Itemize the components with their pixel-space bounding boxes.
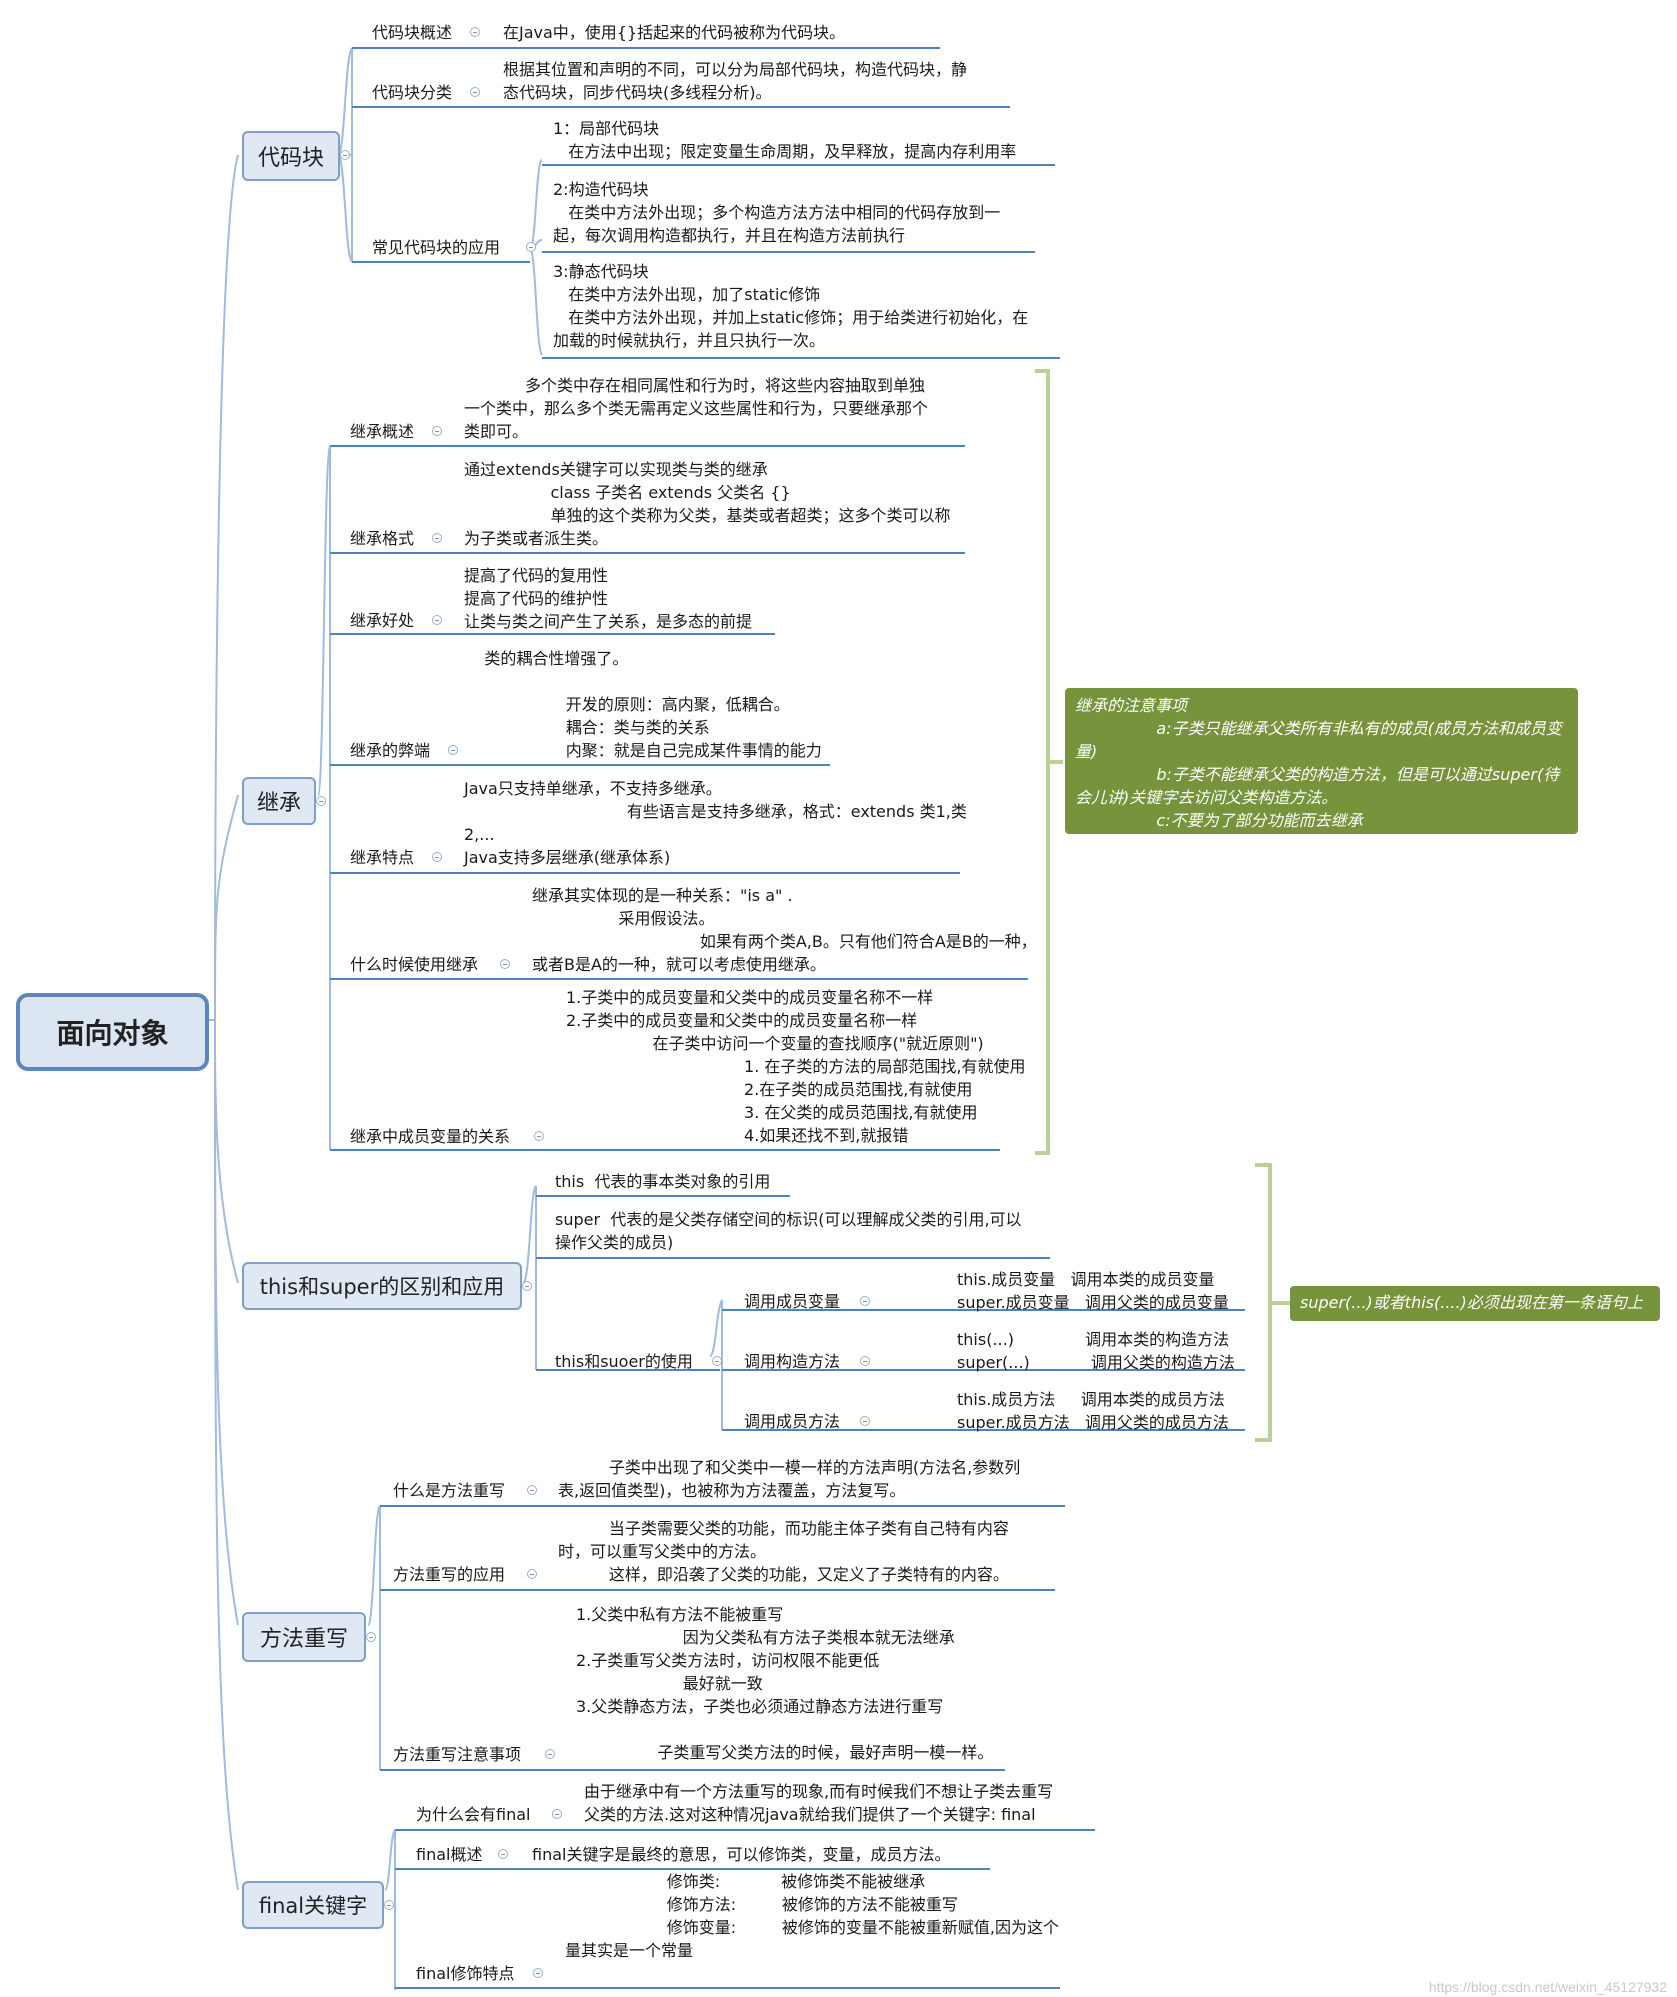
override-what-label[interactable]: 什么是方法重写 [393, 1481, 506, 1500]
inherit-note[interactable]: 继承的注意事项 a:子类只能继承父类所有非私有的成员(成员方法和成员变 量) b… [1065, 688, 1578, 834]
collapse-icon[interactable] [527, 1569, 537, 1579]
usage-ctor-text: this(...) 调用本类的构造方法 super(...) 调用父类的构造方法 [957, 1330, 1235, 1372]
collapse-icon[interactable] [533, 1968, 543, 1978]
topic-override[interactable]: 方法重写 [242, 1612, 366, 1662]
collapse-icon[interactable] [448, 745, 458, 755]
codeblock-apply-construct: 2:构造代码块 在类中方法外出现；多个构造方法方法中相同的代码存放到一 起，每次… [553, 180, 1001, 245]
collapse-icon[interactable] [534, 1131, 544, 1141]
collapse-icon[interactable] [432, 533, 442, 543]
inherit-when-text: 继承其实体现的是一种关系："is a" . 采用假设法。 如果有两个类A,B。只… [532, 886, 1037, 974]
codeblock-apply-static: 3:静态代码块 在类中方法外出现，加了static修饰 在类中方法外出现，并加上… [553, 262, 1029, 350]
override-notice-label[interactable]: 方法重写注意事项 [393, 1745, 522, 1764]
usage-method-label[interactable]: 调用成员方法 [744, 1412, 841, 1431]
topic-codeblock[interactable]: 代码块 [242, 131, 340, 181]
collapse-icon[interactable] [470, 27, 480, 37]
final-overview-text: final关键字是最终的意思，可以修饰类，变量，成员方法。 [532, 1845, 951, 1864]
usage-ctor-label[interactable]: 调用构造方法 [744, 1352, 841, 1371]
inherit-benefit-text: 提高了代码的复用性 提高了代码的维护性 让类与类之间产生了关系，是多态的前提 [464, 566, 753, 631]
override-apply-text: 当子类需要父类的功能，而功能主体子类有自己特有内容 时，可以重写父类中的方法。 … [558, 1519, 1009, 1584]
inherit-member-label[interactable]: 继承中成员变量的关系 [350, 1127, 511, 1146]
codeblock-apply-label[interactable]: 常见代码块的应用 [372, 238, 501, 257]
collapse-icon[interactable] [545, 1749, 555, 1759]
override-apply-label[interactable]: 方法重写的应用 [393, 1565, 506, 1584]
this-super-usage-label[interactable]: this和suoer的使用 [555, 1352, 693, 1371]
usage-var-label[interactable]: 调用成员变量 [744, 1292, 841, 1311]
inherit-overview-text: 多个类中存在相同属性和行为时，将这些内容抽取到单独 一个类中，那么多个类无需再定… [464, 376, 929, 441]
root-node[interactable]: 面向对象 [16, 993, 209, 1071]
collapse-icon[interactable] [860, 1416, 870, 1426]
collapse-icon[interactable] [432, 426, 442, 436]
inherit-member-text: 1.子类中的成员变量和父类中的成员变量名称不一样 2.子类中的成员变量和父类中的… [566, 988, 1026, 1145]
collapse-icon[interactable] [384, 1900, 394, 1910]
usage-method-text: this.成员方法 调用本类的成员方法 super.成员方法 调用父类的成员方法 [957, 1390, 1229, 1432]
codeblock-overview-text: 在Java中，使用{}括起来的代码被称为代码块。 [503, 23, 846, 42]
collapse-icon[interactable] [432, 852, 442, 862]
final-overview-label[interactable]: final概述 [416, 1845, 483, 1864]
this-definition: this 代表的事本类对象的引用 [555, 1172, 771, 1191]
collapse-icon[interactable] [552, 1809, 562, 1819]
codeblock-classify-label[interactable]: 代码块分类 [372, 83, 453, 102]
inherit-when-label[interactable]: 什么时候使用继承 [350, 955, 479, 974]
topic-final[interactable]: final关键字 [242, 1881, 384, 1929]
watermark: https://blog.csdn.net/weixin_45127932 [1428, 1979, 1667, 1995]
topic-this-super[interactable]: this和super的区别和应用 [242, 1262, 522, 1310]
inherit-drawback-label[interactable]: 继承的弊端 [350, 741, 431, 760]
final-why-label[interactable]: 为什么会有final [416, 1805, 531, 1824]
inherit-overview-label[interactable]: 继承概述 [350, 422, 415, 441]
override-notice-text: 1.父类中私有方法不能被重写 因为父类私有方法子类根本就无法继承 2.子类重写父… [576, 1605, 994, 1762]
final-why-text: 由于继承中有一个方法重写的现象,而有时候我们不想让子类去重写 父类的方法.这对这… [584, 1782, 1054, 1824]
override-what-text: 子类中出现了和父类中一模一样的方法声明(方法名,参数列 表,返回值类型)，也被称… [558, 1458, 1021, 1500]
inherit-format-label[interactable]: 继承格式 [350, 529, 415, 548]
final-feature-text: 修饰类: 被修饰类不能被继承 修饰方法: 被修饰的方法不能被重写 修饰变量: 被… [565, 1872, 1059, 1960]
collapse-icon[interactable] [712, 1356, 722, 1366]
inherit-feature-label[interactable]: 继承特点 [350, 848, 415, 867]
collapse-icon[interactable] [860, 1296, 870, 1306]
collapse-icon[interactable] [860, 1356, 870, 1366]
collapse-icon[interactable] [522, 1281, 532, 1291]
collapse-icon[interactable] [316, 796, 326, 806]
collapse-icon[interactable] [527, 1485, 537, 1495]
collapse-icon[interactable] [500, 959, 510, 969]
collapse-icon[interactable] [470, 87, 480, 97]
collapse-icon[interactable] [498, 1849, 508, 1859]
inherit-format-text: 通过extends关键字可以实现类与类的继承 class 子类名 extends… [464, 460, 951, 548]
this-super-note[interactable]: super(...)或者this(....)必须出现在第一条语句上 [1290, 1286, 1660, 1321]
collapse-icon[interactable] [526, 242, 536, 252]
inherit-drawback-text: 类的耦合性增强了。 开发的原则：高内聚，低耦合。 耦合：类与类的关系 内聚：就是… [484, 649, 822, 760]
topic-inherit[interactable]: 继承 [242, 777, 316, 825]
final-feature-label[interactable]: final修饰特点 [416, 1964, 515, 1983]
inherit-benefit-label[interactable]: 继承好处 [350, 611, 415, 630]
inherit-feature-text: Java只支持单继承，不支持多继承。 有些语言是支持多继承，格式：extends… [464, 779, 967, 867]
collapse-icon[interactable] [340, 150, 350, 160]
codeblock-classify-text: 根据其位置和声明的不同，可以分为局部代码块，构造代码块，静 态代码块，同步代码块… [503, 60, 968, 102]
collapse-icon[interactable] [366, 1632, 376, 1642]
usage-var-text: this.成员变量 调用本类的成员变量 super.成员变量 调用父类的成员变量 [957, 1270, 1229, 1312]
collapse-icon[interactable] [432, 615, 442, 625]
super-definition: super 代表的是父类存储空间的标识(可以理解成父类的引用,可以 操作父类的成… [555, 1210, 1022, 1252]
codeblock-apply-local: 1：局部代码块 在方法中出现；限定变量生命周期，及早释放，提高内存利用率 [553, 119, 1017, 161]
codeblock-overview-label[interactable]: 代码块概述 [372, 23, 453, 42]
